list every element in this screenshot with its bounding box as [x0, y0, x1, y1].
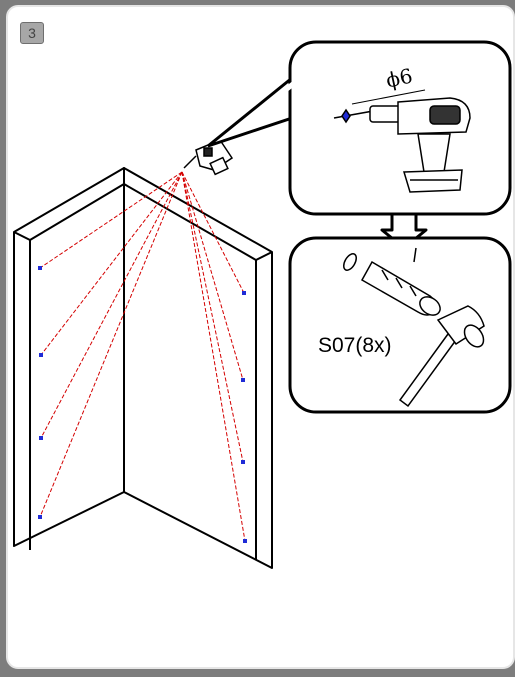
hole-marker: [241, 460, 245, 464]
drill-guide-lines: [39, 171, 246, 542]
small-drill-icon: [183, 139, 234, 176]
wall-plug-icon: [343, 247, 441, 316]
right-wall-face: [123, 167, 273, 569]
corner-wall: [13, 167, 273, 569]
hole-marker: [39, 436, 43, 440]
hole-marker: [39, 353, 43, 357]
hole-marker: [242, 291, 246, 295]
part-quantity-label: S07(8x): [318, 334, 392, 357]
step-number-badge: 3: [20, 22, 44, 44]
hole-markers: [38, 266, 247, 543]
power-drill-icon: [333, 89, 471, 193]
hole-marker: [38, 515, 42, 519]
parts-callout-box: [288, 236, 512, 414]
callout-pointer: [207, 74, 294, 148]
hole-marker: [243, 539, 247, 543]
hole-marker: [241, 378, 245, 382]
hammer-icon: [398, 305, 485, 408]
hole-marker: [38, 266, 42, 270]
